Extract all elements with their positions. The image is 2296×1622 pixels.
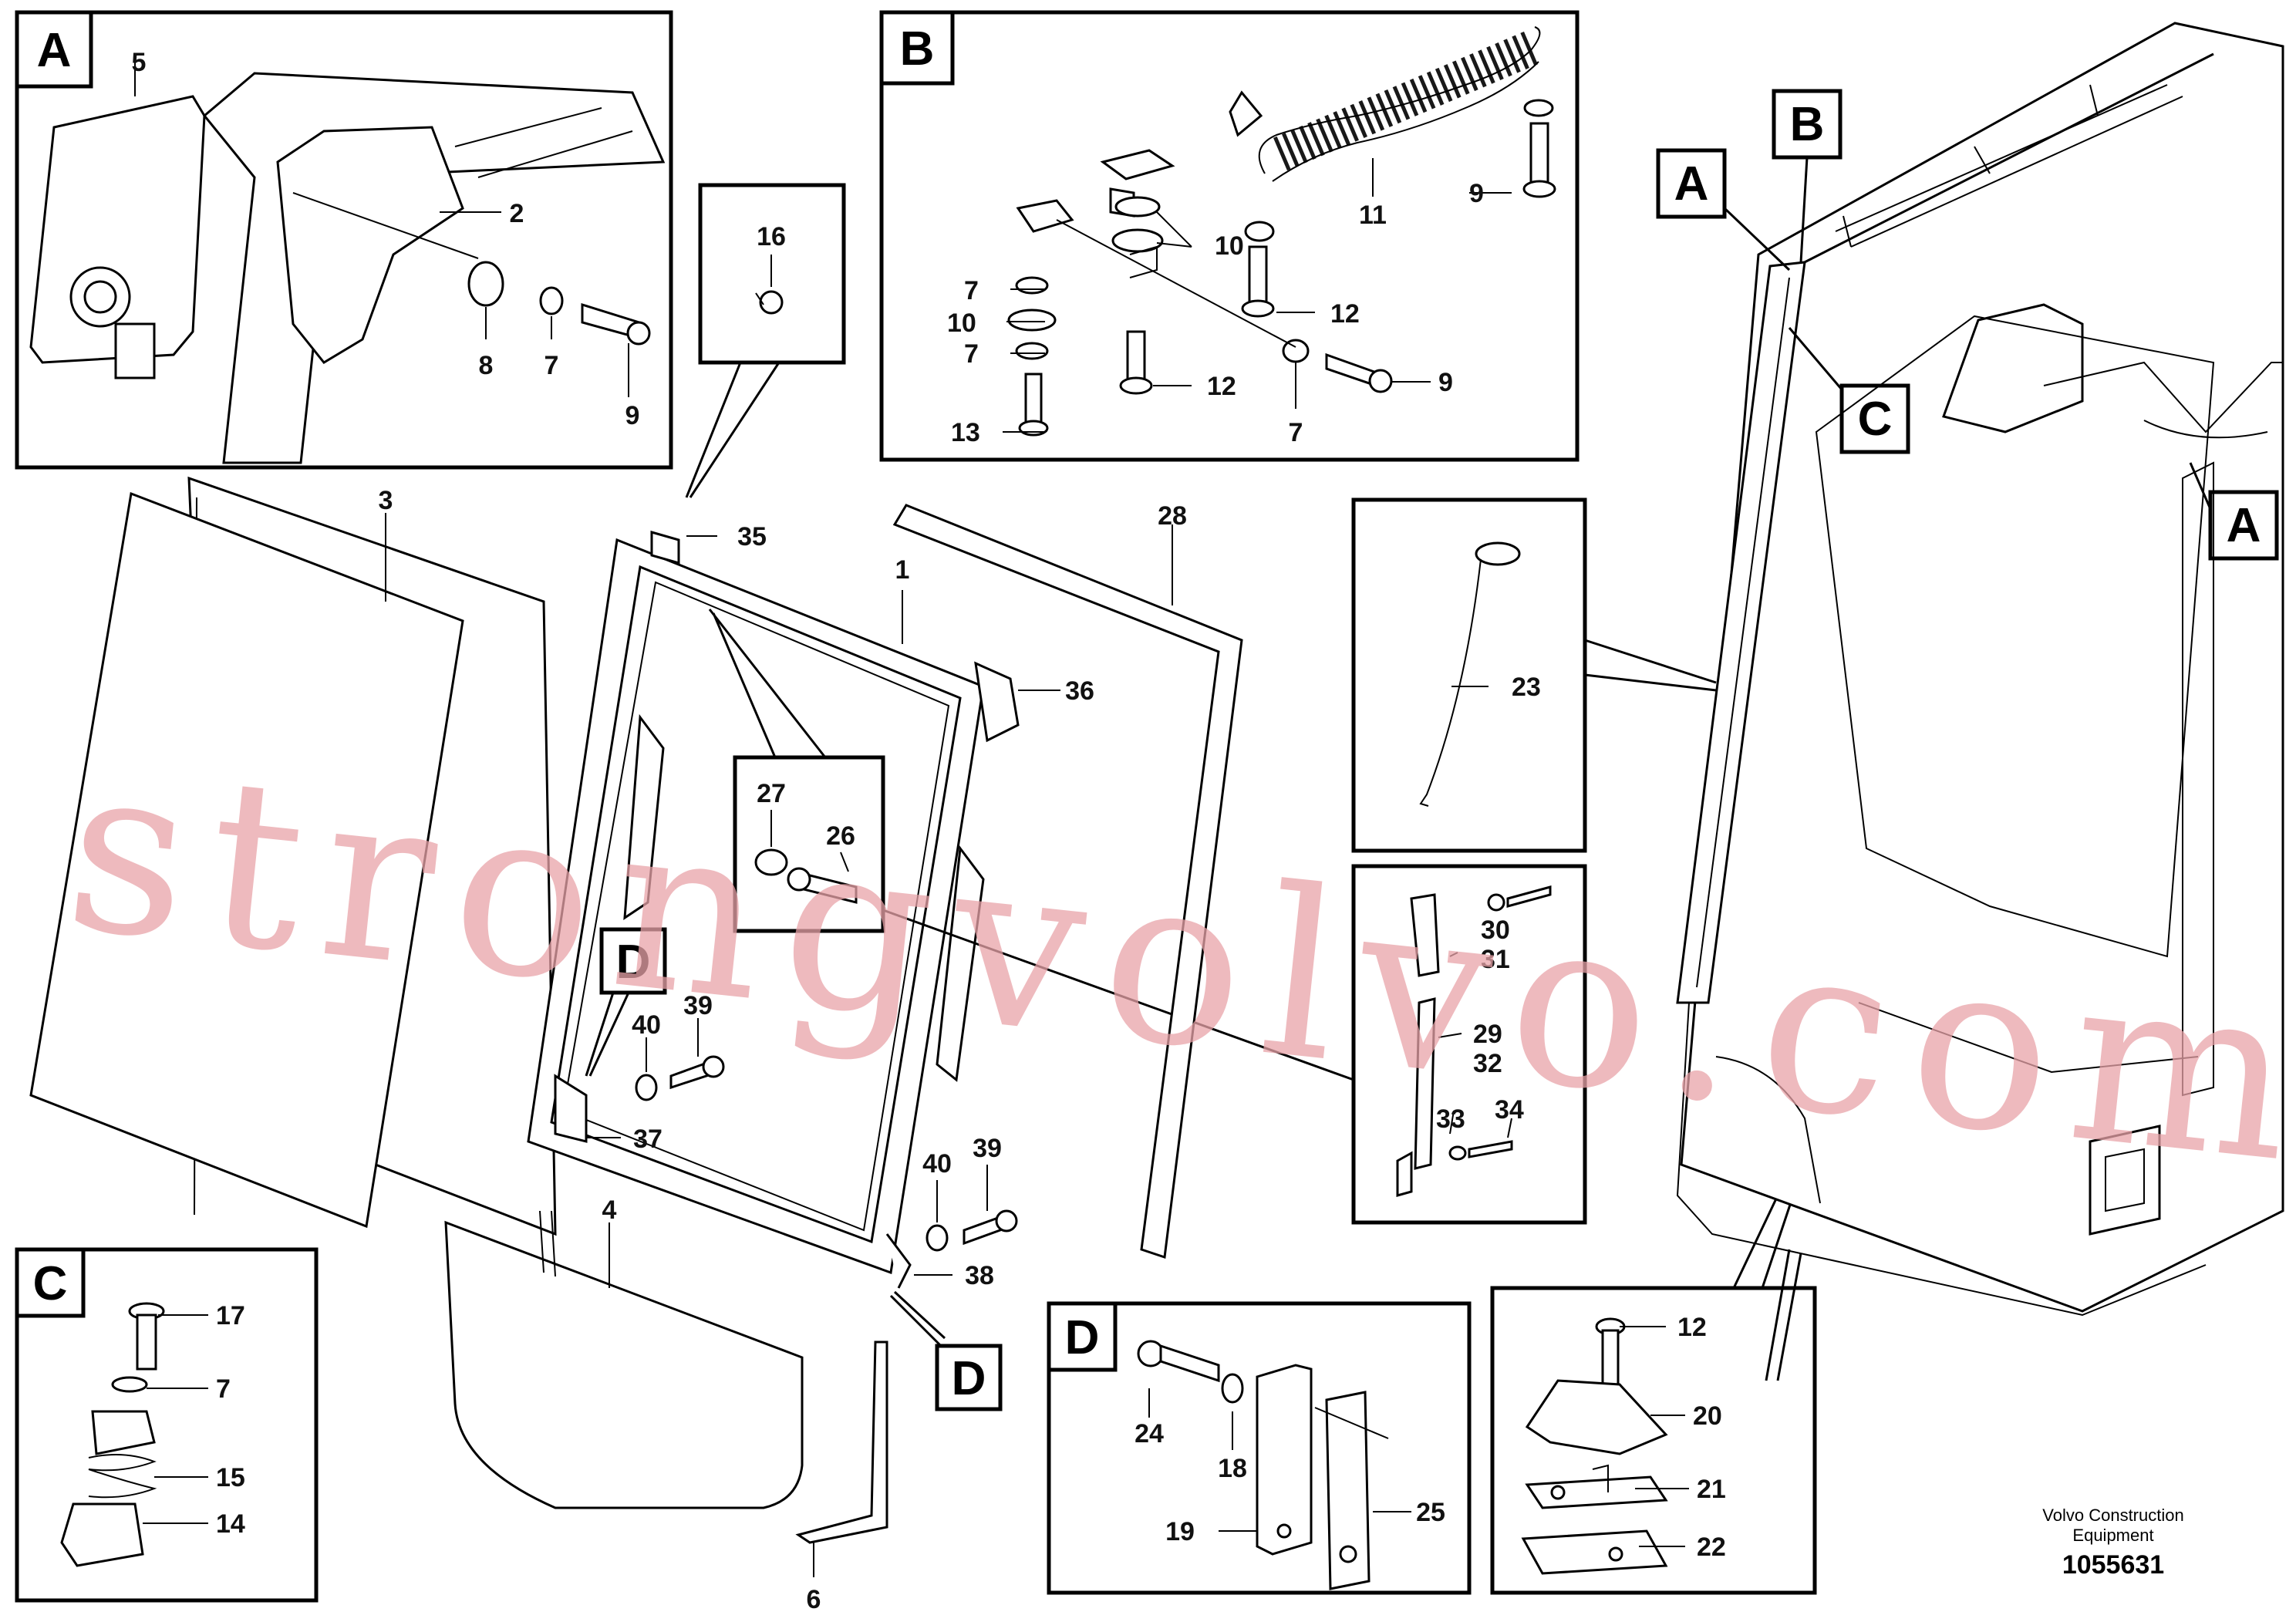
part-label-38: 38 [965,1261,994,1290]
part-label-7e: 7 [216,1374,231,1404]
part-label-39b: 39 [973,1134,1002,1163]
part-label-30: 30 [1481,916,1510,945]
part-label-6: 6 [807,1585,821,1614]
part-label-12a: 12 [1207,372,1236,401]
lower-panel-4: 4 6 [444,1195,888,1614]
part-label-2: 2 [510,199,524,228]
part-label-29: 29 [1473,1020,1502,1049]
detail-box-a: A 5 2 8 7 9 [15,10,673,470]
company-line2: Equipment [2072,1526,2153,1545]
part-label-8: 8 [479,351,494,380]
drawing-number: 1055631 [2062,1550,2164,1580]
detail-d-letter: D [1065,1311,1100,1364]
part-label-20: 20 [1693,1401,1722,1431]
part-label-28: 28 [1158,501,1187,531]
part-label-25: 25 [1416,1498,1445,1527]
part-label-18: 18 [1218,1454,1247,1483]
part-label-13: 13 [951,418,980,447]
spring-part [1258,26,1542,182]
part-label-9a: 9 [625,401,640,430]
part-label-4: 4 [602,1195,617,1225]
door-frame-1: 35 1 36 38 37 40 39 40 39 [527,522,1094,1290]
glass-pane-3: 3 [29,476,557,1236]
callout-a-cab-left-letter: A [1674,157,1709,211]
part-label-31: 31 [1481,945,1510,974]
part-label-23: 23 [1512,673,1541,702]
company-line1: Volvo Construction [2042,1506,2183,1525]
callout-d-upper-letter: D [616,936,651,989]
part-label-1: 1 [895,555,910,585]
part-label-10b: 10 [1215,231,1244,261]
callout-a-cab-left: A [1656,148,1791,271]
part-label-16: 16 [757,222,786,251]
part-label-39a: 39 [683,991,713,1020]
callout-d-lower: D [889,1290,1003,1411]
part-label-3: 3 [379,486,393,515]
part-label-7b: 7 [964,276,979,305]
part-label-15: 15 [216,1463,245,1492]
callout-b-cab: B [1772,89,1843,263]
part-label-22: 22 [1697,1533,1726,1562]
part-label-33: 33 [1436,1104,1465,1134]
part-label-21: 21 [1697,1475,1726,1504]
callout-c-cab: C [1788,327,1910,454]
part-label-35: 35 [737,522,767,551]
callout-d-lower-letter: D [952,1352,986,1405]
part-label-36: 36 [1065,676,1094,706]
detail-a-letter: A [37,24,72,77]
part-label-10a: 10 [947,309,976,338]
detail-box-d: D 24 18 19 25 [1047,1301,1472,1595]
part-label-12c: 12 [1677,1313,1707,1342]
part-label-24: 24 [1135,1419,1164,1448]
seal-28: 28 [892,501,1243,1259]
part-label-11: 11 [1359,201,1387,230]
part-label-27: 27 [757,779,786,808]
part-label-19: 19 [1165,1517,1195,1546]
part-label-7d: 7 [1289,418,1303,447]
part-label-9c: 9 [1438,368,1453,397]
part-label-12b: 12 [1330,299,1360,329]
detail-box-b: B 10 [879,10,1580,462]
footer-info: Volvo Construction Equipment 1055631 [2042,1506,2183,1580]
detail-box-c: C 17 7 15 14 [15,1247,319,1603]
part-label-17: 17 [216,1301,245,1330]
detail-b-letter: B [900,22,935,76]
part-label-26: 26 [826,821,855,851]
part-label-32: 32 [1473,1049,1502,1078]
detail-box-20-22: 12 20 21 22 [1490,1195,1817,1595]
callout-a-cab-right: A [2189,462,2279,561]
part-label-9b: 9 [1469,179,1484,208]
part-label-40b: 40 [922,1149,952,1179]
detail-box-16: 16 [685,183,846,498]
part-label-34: 34 [1495,1095,1524,1125]
callout-a-cab-right-letter: A [2227,499,2261,552]
callout-b-cab-letter: B [1790,98,1825,151]
part-label-7c: 7 [964,339,979,369]
detail-box-26-27: 27 26 [708,609,1354,1081]
part-label-37: 37 [633,1125,663,1154]
part-label-7a: 7 [544,351,559,380]
part-label-14: 14 [216,1509,245,1539]
cab-structure [1676,22,2284,1381]
callout-d-upper: D [585,927,667,1077]
callout-c-cab-letter: C [1858,393,1893,446]
detail-c-letter: C [33,1257,68,1310]
detail-box-23: 23 [1351,497,1717,853]
part-label-40a: 40 [632,1010,661,1040]
part-label-5: 5 [132,48,147,77]
detail-box-29-34: 30 31 29 32 33 34 [1351,864,1587,1225]
